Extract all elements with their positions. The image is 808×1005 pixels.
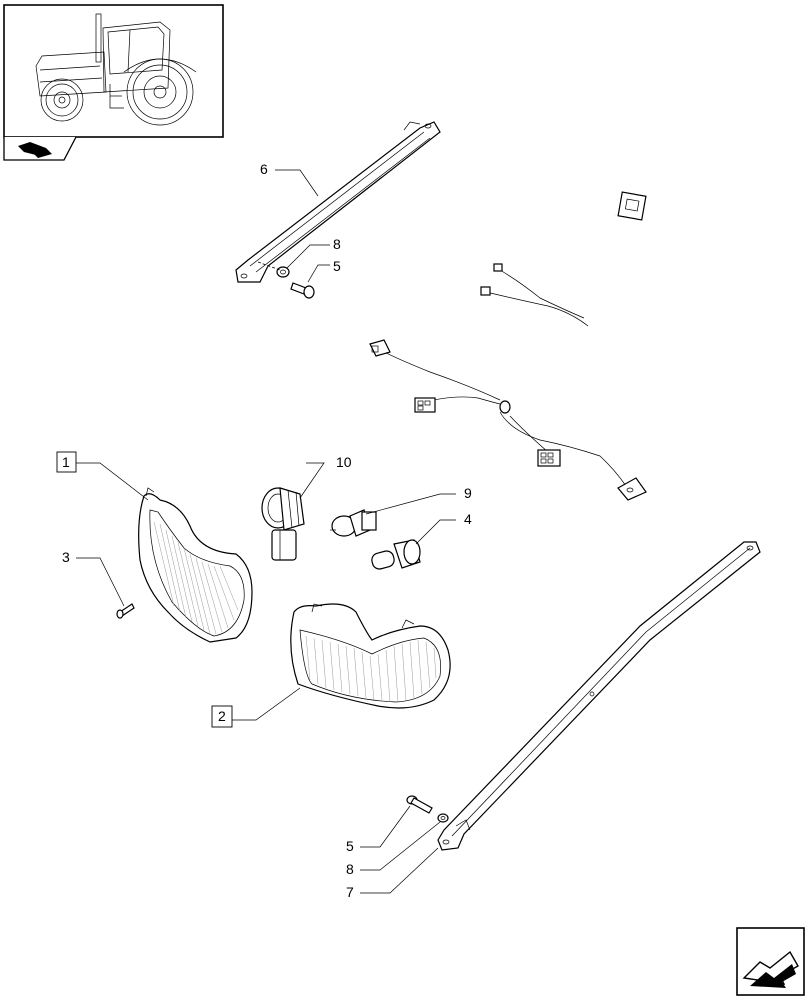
callout-8-upper: 8	[333, 236, 341, 252]
tractor-thumbnail-icon[interactable]	[3, 4, 224, 138]
callout-5-upper: 5	[333, 258, 341, 274]
callout-4: 4	[464, 511, 472, 527]
bulb-holder	[261, 487, 305, 561]
callout-10: 10	[336, 454, 352, 470]
bracket-upper	[235, 121, 441, 283]
callout-1: 1	[62, 454, 70, 470]
bracket-lower	[437, 541, 761, 851]
screw-left	[116, 603, 135, 619]
callout-7: 7	[346, 884, 354, 900]
washer-upper	[276, 266, 290, 278]
callout-2: 2	[218, 708, 226, 724]
bolt-upper	[290, 282, 315, 299]
washer-lower	[437, 813, 449, 823]
leader-lines	[76, 169, 456, 894]
headlight-left	[138, 487, 253, 643]
callout-2-box: 2	[211, 705, 233, 728]
group-tab-icon[interactable]	[3, 136, 77, 161]
callout-1-box: 1	[56, 451, 77, 473]
next-page-arrow-icon[interactable]	[736, 927, 805, 996]
bulb-small	[371, 539, 421, 570]
headlight-right	[290, 603, 451, 709]
wiring-harness	[369, 191, 647, 501]
callout-9: 9	[464, 485, 472, 501]
callout-5-lower: 5	[346, 838, 354, 854]
bolt-lower	[406, 795, 433, 814]
callout-8-lower: 8	[346, 861, 354, 877]
callout-6: 6	[260, 161, 268, 177]
callout-3: 3	[62, 549, 70, 565]
bulb-h4	[330, 509, 377, 537]
